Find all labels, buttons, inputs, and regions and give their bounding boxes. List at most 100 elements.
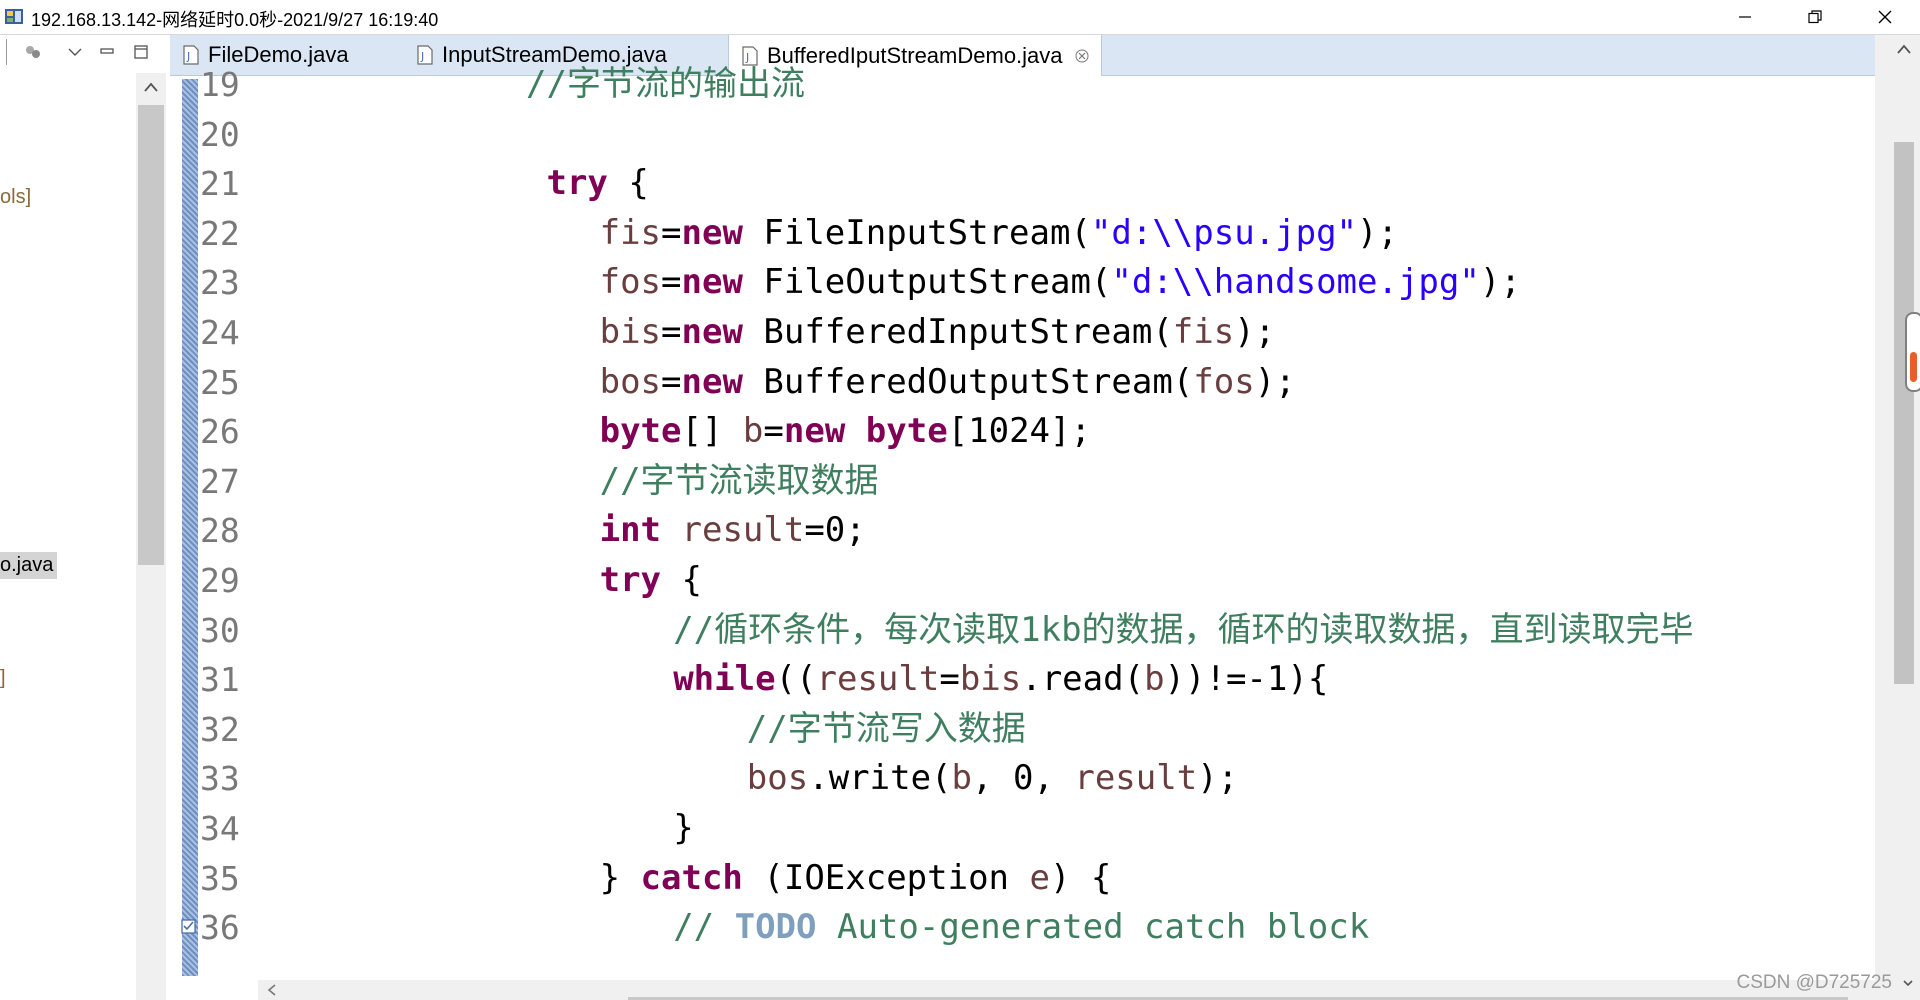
line-number: 27 bbox=[200, 461, 240, 501]
scrollbar-thumb[interactable] bbox=[138, 105, 164, 565]
code-line[interactable]: 35} catch (IOException e) { bbox=[170, 854, 1870, 903]
code-token: //字节流读取数据 bbox=[599, 460, 879, 501]
scrollbar-thumb[interactable] bbox=[628, 997, 1848, 1000]
code-line[interactable]: 32//字节流写入数据 bbox=[170, 705, 1870, 754]
editor-vertical-scrollbar[interactable] bbox=[1875, 35, 1920, 1000]
code-line[interactable]: 28 int result=0; bbox=[170, 506, 1870, 555]
tab-filedemo[interactable]: J FileDemo.java bbox=[182, 35, 349, 75]
editor-horizontal-scrollbar[interactable] bbox=[258, 980, 1875, 1000]
minimize-button[interactable] bbox=[1710, 0, 1780, 34]
close-tab-icon[interactable] bbox=[1075, 49, 1089, 63]
line-number: 26 bbox=[200, 412, 240, 452]
code-token: [1024]; bbox=[947, 411, 1091, 452]
code-line[interactable]: 33 bos.write(b, 0, result); bbox=[170, 754, 1870, 803]
code-token bbox=[661, 510, 681, 550]
overview-ruler[interactable] bbox=[1905, 312, 1920, 392]
scrollbar-thumb[interactable] bbox=[1894, 142, 1914, 684]
code-text[interactable]: //字节流读取数据 bbox=[600, 457, 879, 506]
maximize-view-button[interactable] bbox=[130, 41, 152, 63]
line-number: 33 bbox=[200, 759, 240, 799]
code-token: = bbox=[661, 212, 682, 253]
code-line[interactable]: 36// TODO Auto-generated catch block bbox=[170, 903, 1870, 952]
code-token: bis bbox=[959, 659, 1022, 700]
code-text[interactable]: //字节流的输出流 bbox=[526, 60, 805, 109]
package-explorer-scrollbar[interactable] bbox=[136, 73, 166, 1000]
tree-item-library[interactable]: ols] bbox=[0, 186, 32, 208]
title-bar: 192.168.13.142-网络延时0.0秒-2021/9/27 16:19:… bbox=[0, 0, 1920, 35]
code-text[interactable]: bos.write(b, 0, result); bbox=[747, 754, 1238, 803]
code-text[interactable]: } bbox=[673, 804, 693, 853]
code-token: while bbox=[673, 659, 776, 700]
quick-diff-ruler bbox=[182, 79, 198, 976]
close-button[interactable] bbox=[1850, 0, 1920, 34]
code-text[interactable]: try { bbox=[526, 159, 648, 208]
tree-item-library[interactable]: ] bbox=[0, 667, 6, 689]
code-token: new bbox=[681, 312, 743, 352]
code-text[interactable]: int result=0; bbox=[600, 506, 866, 555]
watermark: CSDN @D725725 bbox=[1736, 972, 1892, 993]
tree-item-selected-file[interactable]: o.java bbox=[0, 552, 58, 579]
tab-label: FileDemo.java bbox=[208, 42, 349, 67]
code-text[interactable]: bos=new BufferedOutputStream(fos); bbox=[600, 358, 1296, 407]
line-number: 25 bbox=[200, 362, 240, 402]
code-text[interactable]: //循环条件，每次读取1kb的数据，循环的读取数据，直到读取完毕 bbox=[673, 606, 1693, 655]
code-text[interactable]: // TODO Auto-generated catch block bbox=[673, 903, 1369, 952]
code-token: new bbox=[783, 411, 846, 452]
line-number: 23 bbox=[200, 263, 240, 303]
code-token: BufferedInputStream( bbox=[742, 312, 1173, 352]
svg-text:J: J bbox=[186, 50, 190, 63]
tab-bufferediputstreamdemo[interactable]: J BufferedIputStreamDemo.java bbox=[728, 35, 1102, 76]
code-token: ); bbox=[1254, 361, 1296, 402]
scroll-up-icon[interactable] bbox=[143, 81, 159, 93]
code-text[interactable]: while((result=bis.read(b))!=-1){ bbox=[673, 655, 1328, 704]
code-text[interactable]: byte[] b=new byte[1024]; bbox=[600, 407, 1091, 456]
tab-inputstreamdemo[interactable]: J InputStreamDemo.java bbox=[416, 35, 667, 75]
code-token: new bbox=[681, 212, 743, 253]
code-line[interactable]: 22 fis=new FileInputStream("d:\\psu.jpg")… bbox=[170, 209, 1870, 258]
code-line[interactable]: 26 byte[] b=new byte[1024]; bbox=[170, 407, 1870, 456]
code-token: bis bbox=[599, 312, 662, 352]
code-text[interactable]: bis=new BufferedInputStream(fis); bbox=[600, 308, 1276, 357]
code-text[interactable]: fis=new FileInputStream("d:\\psu.jpg"); bbox=[600, 209, 1398, 258]
code-text[interactable]: //字节流写入数据 bbox=[747, 705, 1026, 754]
code-line[interactable]: 34} bbox=[170, 804, 1870, 853]
code-line[interactable]: 27 //字节流读取数据 bbox=[170, 457, 1870, 506]
code-line[interactable]: 25 bos=new BufferedOutputStream(fos); bbox=[170, 358, 1870, 407]
task-marker-icon[interactable] bbox=[180, 917, 198, 935]
maximize-view-icon bbox=[134, 45, 148, 59]
code-line[interactable]: 19//字节流的输出流 bbox=[170, 60, 1870, 109]
line-number: 22 bbox=[200, 213, 240, 253]
code-line[interactable]: 21 try { bbox=[170, 159, 1870, 208]
remote-desktop-icon bbox=[5, 9, 23, 24]
minimize-view-button[interactable] bbox=[96, 41, 118, 63]
code-line[interactable]: 20 bbox=[170, 110, 1870, 159]
code-token: BufferedOutputStream( bbox=[742, 361, 1194, 402]
code-text[interactable]: } catch (IOException e) { bbox=[600, 854, 1112, 903]
code-line[interactable]: 23 fos=new FileOutputStream("d:\\handsome… bbox=[170, 258, 1870, 307]
code-token: "d:\\handsome.jpg" bbox=[1111, 262, 1480, 303]
package-explorer-toolbar bbox=[0, 35, 168, 71]
link-with-editor-button[interactable] bbox=[22, 41, 44, 63]
overview-marker[interactable] bbox=[1910, 352, 1917, 382]
code-token: Auto-generated catch block bbox=[816, 907, 1370, 948]
code-token: = bbox=[661, 262, 682, 303]
view-menu-button[interactable] bbox=[64, 41, 86, 63]
code-token: // bbox=[673, 907, 735, 948]
code-text[interactable]: try { bbox=[600, 556, 702, 605]
code-token: //字节流写入数据 bbox=[746, 708, 1026, 749]
line-number: 28 bbox=[200, 511, 240, 551]
code-text[interactable]: fos=new FileOutputStream("d:\\handsome.j… bbox=[600, 258, 1521, 307]
code-token: try bbox=[526, 163, 608, 204]
toolbar-separator bbox=[6, 39, 7, 65]
code-token: FileInputStream( bbox=[742, 212, 1091, 253]
code-line[interactable]: 30//循环条件，每次读取1kb的数据，循环的读取数据，直到读取完毕 bbox=[170, 606, 1870, 655]
restore-button[interactable] bbox=[1780, 0, 1850, 34]
scroll-left-icon[interactable] bbox=[266, 983, 278, 997]
code-token: = bbox=[661, 312, 682, 352]
scroll-up-icon[interactable] bbox=[1896, 43, 1912, 55]
